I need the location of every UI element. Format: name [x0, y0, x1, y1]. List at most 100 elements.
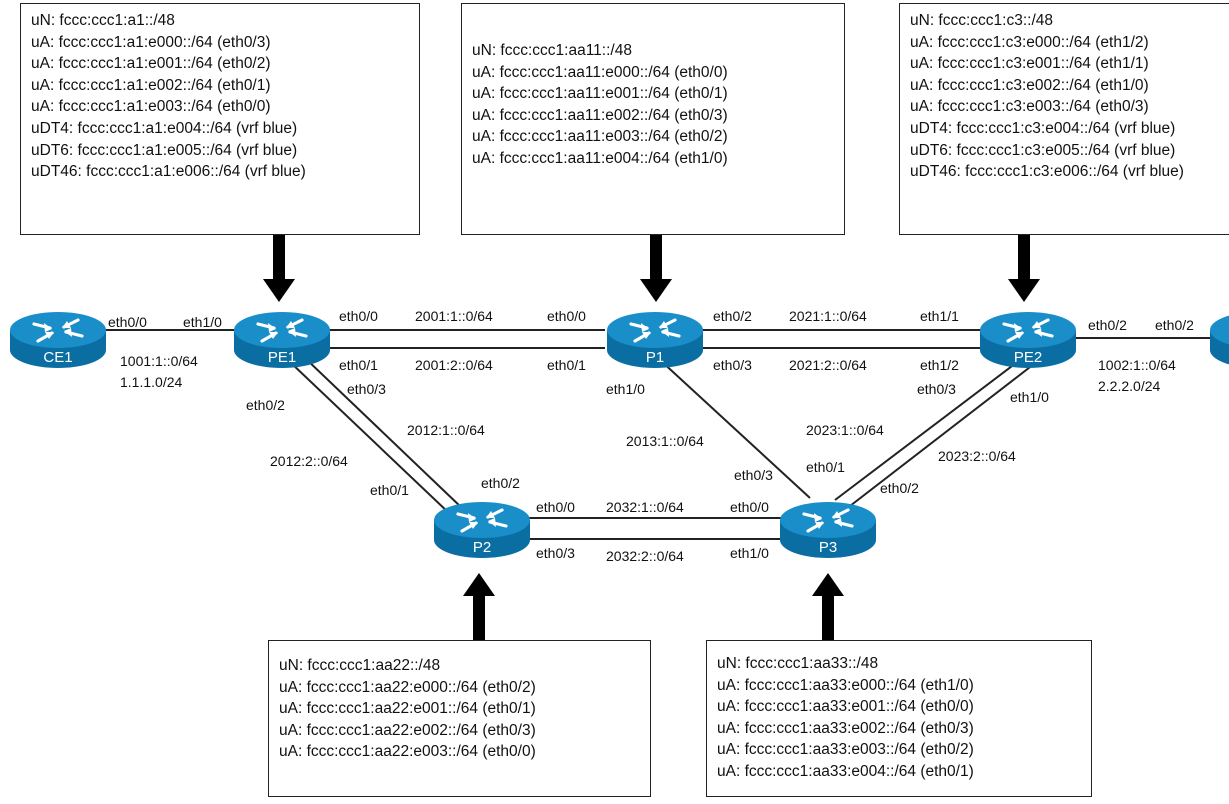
interface-label: eth0/0 — [547, 308, 586, 324]
interface-label: eth0/2 — [1155, 317, 1194, 333]
sid-line: uN: fccc:ccc1:aa33::/48 — [717, 655, 879, 672]
interface-label: eth0/1 — [547, 357, 586, 373]
arrow-pe1 — [263, 235, 295, 302]
interface-label: eth1/0 — [606, 381, 645, 397]
interface-label: eth0/3 — [347, 381, 386, 397]
network-label: 2032:2::0/64 — [606, 548, 684, 564]
link-pe1-p2-b — [289, 361, 451, 515]
network-label: 2012:1::0/64 — [407, 422, 485, 438]
sid-line: uA: fccc:ccc1:aa33:e003::/64 (eth0/2) — [717, 741, 974, 759]
interface-label: eth1/1 — [920, 308, 959, 324]
interface-label: eth1/2 — [920, 357, 959, 373]
interface-label: eth1/0 — [183, 314, 222, 330]
interface-label: eth0/2 — [1088, 317, 1127, 333]
interface-label: eth0/3 — [917, 381, 956, 397]
sid-line: uDT4: fccc:ccc1:a1:e004::/64 (vrf blue) — [31, 119, 298, 137]
network-label: 2023:2::0/64 — [938, 448, 1016, 464]
sid-box-p1: uN: fccc:ccc1:aa11::/48 uA: fccc:ccc1:aa… — [461, 3, 845, 235]
router-pe2: PE2 — [978, 310, 1078, 370]
sid-line: uA: fccc:ccc1:aa22:e002::/64 (eth0/3) — [279, 721, 536, 739]
sid-line: uDT6: fccc:ccc1:c3:e005::/64 (vrf blue) — [910, 141, 1176, 159]
interface-label: eth0/2 — [481, 475, 520, 491]
interface-label: eth0/0 — [536, 499, 575, 515]
network-label: 2021:2::0/64 — [789, 357, 867, 373]
sid-line: uA: fccc:ccc1:aa11:e000::/64 (eth0/0) — [472, 63, 728, 81]
network-label: 2001:2::0/64 — [415, 357, 493, 373]
network-label: 1001:1::0/64 — [120, 353, 198, 369]
sid-line: uA: fccc:ccc1:a1:e002::/64 (eth0/1) — [31, 76, 271, 94]
sid-line: uA: fccc:ccc1:aa22:e000::/64 (eth0/2) — [279, 678, 536, 696]
link-p1-p3 — [659, 359, 811, 499]
network-label: 1.1.1.0/24 — [120, 374, 182, 390]
sid-line: uA: fccc:ccc1:aa33:e002::/64 (eth0/3) — [717, 719, 974, 737]
interface-label: eth0/0 — [339, 308, 378, 324]
sid-line: uA: fccc:ccc1:c3:e003::/64 (eth0/3) — [910, 98, 1149, 116]
sid-line: uA: fccc:ccc1:a1:e001::/64 (eth0/2) — [31, 55, 271, 73]
interface-label: eth0/0 — [730, 499, 769, 515]
sid-box-p3: uN: fccc:ccc1:aa33::/48 uA: fccc:ccc1:aa… — [706, 640, 1092, 797]
sid-line: uA: fccc:ccc1:a1:e000::/64 (eth0/3) — [31, 33, 271, 51]
router-pe1: PE1 — [232, 310, 332, 370]
network-label: 2032:1::0/64 — [606, 499, 684, 515]
link-pe1-p2-a — [304, 357, 463, 509]
router-ce1: CE1 — [8, 310, 108, 370]
sid-line: uA: fccc:ccc1:aa11:e003::/64 (eth0/2) — [472, 128, 728, 146]
interface-label: eth0/1 — [806, 459, 845, 475]
router-label: PE1 — [268, 349, 296, 366]
network-label: 2013:1::0/64 — [626, 433, 704, 449]
sid-line: uN: fccc:ccc1:c3::/48 — [910, 12, 1053, 29]
router-p2: P2 — [432, 500, 532, 560]
sid-line: uA: fccc:ccc1:aa11:e004::/64 (eth1/0) — [472, 149, 728, 167]
sid-line: uA: fccc:ccc1:c3:e002::/64 (eth1/0) — [910, 76, 1149, 94]
interface-label: eth0/2 — [246, 397, 285, 413]
sid-line: uA: fccc:ccc1:aa22:e003::/64 (eth0/0) — [279, 743, 536, 761]
sid-line: uN: fccc:ccc1:aa22::/48 — [279, 657, 441, 674]
interface-label: eth0/0 — [108, 314, 147, 330]
link-pe2-p3-a — [834, 359, 1021, 501]
sid-line: uA: fccc:ccc1:aa33:e001::/64 (eth0/0) — [717, 698, 974, 716]
sid-line: uN: fccc:ccc1:aa11::/48 — [472, 42, 632, 59]
router-p1: P1 — [605, 310, 705, 370]
sid-line: uDT4: fccc:ccc1:c3:e004::/64 (vrf blue) — [910, 119, 1176, 137]
sid-box-p2: uN: fccc:ccc1:aa22::/48 uA: fccc:ccc1:aa… — [268, 640, 651, 797]
interface-label: eth0/2 — [713, 308, 752, 324]
sid-line: uA: fccc:ccc1:c3:e001::/64 (eth1/1) — [910, 55, 1149, 73]
router-label: CE1 — [43, 349, 72, 366]
arrow-p2 — [463, 573, 495, 640]
network-label: 2001:1::0/64 — [415, 308, 493, 324]
network-label: 2023:1::0/64 — [806, 422, 884, 438]
sid-line: uDT6: fccc:ccc1:a1:e005::/64 (vrf blue) — [31, 141, 298, 159]
router-label: P2 — [473, 539, 491, 556]
sid-line: uDT46: fccc:ccc1:a1:e006::/64 (vrf blue) — [31, 163, 306, 181]
interface-label: eth0/3 — [536, 545, 575, 561]
network-label: 1002:1::0/64 — [1098, 357, 1176, 373]
sid-line: uA: fccc:ccc1:aa33:e004::/64 (eth0/1) — [717, 762, 974, 780]
network-label: 2012:2::0/64 — [270, 453, 348, 469]
sid-line: uDT46: fccc:ccc1:c3:e006::/64 (vrf blue) — [910, 163, 1184, 181]
sid-box-pe1: uN: fccc:ccc1:a1::/48 uA: fccc:ccc1:a1:e… — [20, 3, 420, 235]
arrow-p1 — [640, 235, 672, 302]
sid-line: uA: fccc:ccc1:aa33:e000::/64 (eth1/0) — [717, 676, 974, 694]
router-label: P3 — [819, 539, 837, 556]
arrow-p3 — [812, 573, 844, 640]
sid-line: uA: fccc:ccc1:a1:e003::/64 (eth0/0) — [31, 98, 271, 116]
router-label: PE2 — [1014, 349, 1042, 366]
router-label: P1 — [646, 349, 664, 366]
link-labels: eth0/0 eth1/0 1001:1::0/64 1.1.1.0/24 et… — [108, 308, 1194, 564]
sid-line: uA: fccc:ccc1:aa11:e002::/64 (eth0/3) — [472, 106, 728, 124]
interface-label: eth1/0 — [1010, 389, 1049, 405]
interface-label: eth0/1 — [370, 482, 409, 498]
sid-line: uA: fccc:ccc1:aa22:e001::/64 (eth0/1) — [279, 700, 536, 718]
sid-line: uA: fccc:ccc1:c3:e000::/64 (eth1/2) — [910, 33, 1149, 51]
network-label: 2.2.2.0/24 — [1098, 378, 1160, 394]
sid-line: uA: fccc:ccc1:aa11:e001::/64 (eth0/1) — [472, 85, 728, 103]
interface-label: eth0/3 — [734, 467, 773, 483]
network-label: 2021:1::0/64 — [789, 308, 867, 324]
links — [100, 329, 1229, 540]
interface-label: eth0/1 — [339, 357, 378, 373]
interface-label: eth1/0 — [730, 545, 769, 561]
sid-line: uN: fccc:ccc1:a1::/48 — [31, 12, 175, 29]
arrow-pe2 — [1008, 235, 1040, 302]
router-p3: P3 — [778, 500, 878, 560]
interface-label: eth0/3 — [713, 357, 752, 373]
